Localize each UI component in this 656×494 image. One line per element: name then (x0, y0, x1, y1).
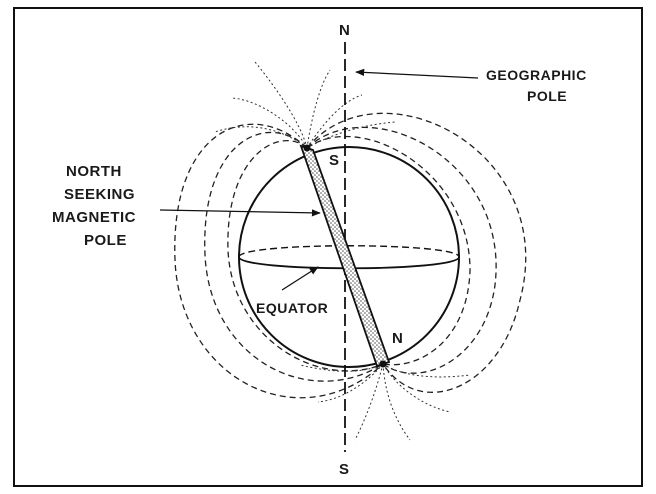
magnet-north-label: N (392, 330, 403, 347)
magnet-south-label: S (329, 152, 340, 169)
geographic-pole-arrow (356, 72, 478, 78)
axis-bottom-s-label: S (339, 461, 350, 478)
north-seeking-label-line2: SEEKING (64, 186, 135, 203)
geographic-pole-label-line2: POLE (527, 88, 567, 104)
geographic-pole-label-line1: GEOGRAPHIC (486, 67, 587, 83)
north-seeking-label-line4: POLE (84, 232, 127, 249)
axis-top-n-label: N (339, 22, 350, 39)
north-seeking-arrow (160, 210, 320, 213)
equator-arrow (282, 267, 318, 290)
equator-label: EQUATOR (256, 300, 328, 316)
north-seeking-label-line1: NORTH (66, 163, 122, 180)
north-seeking-label-line3: MAGNETIC (52, 209, 136, 226)
